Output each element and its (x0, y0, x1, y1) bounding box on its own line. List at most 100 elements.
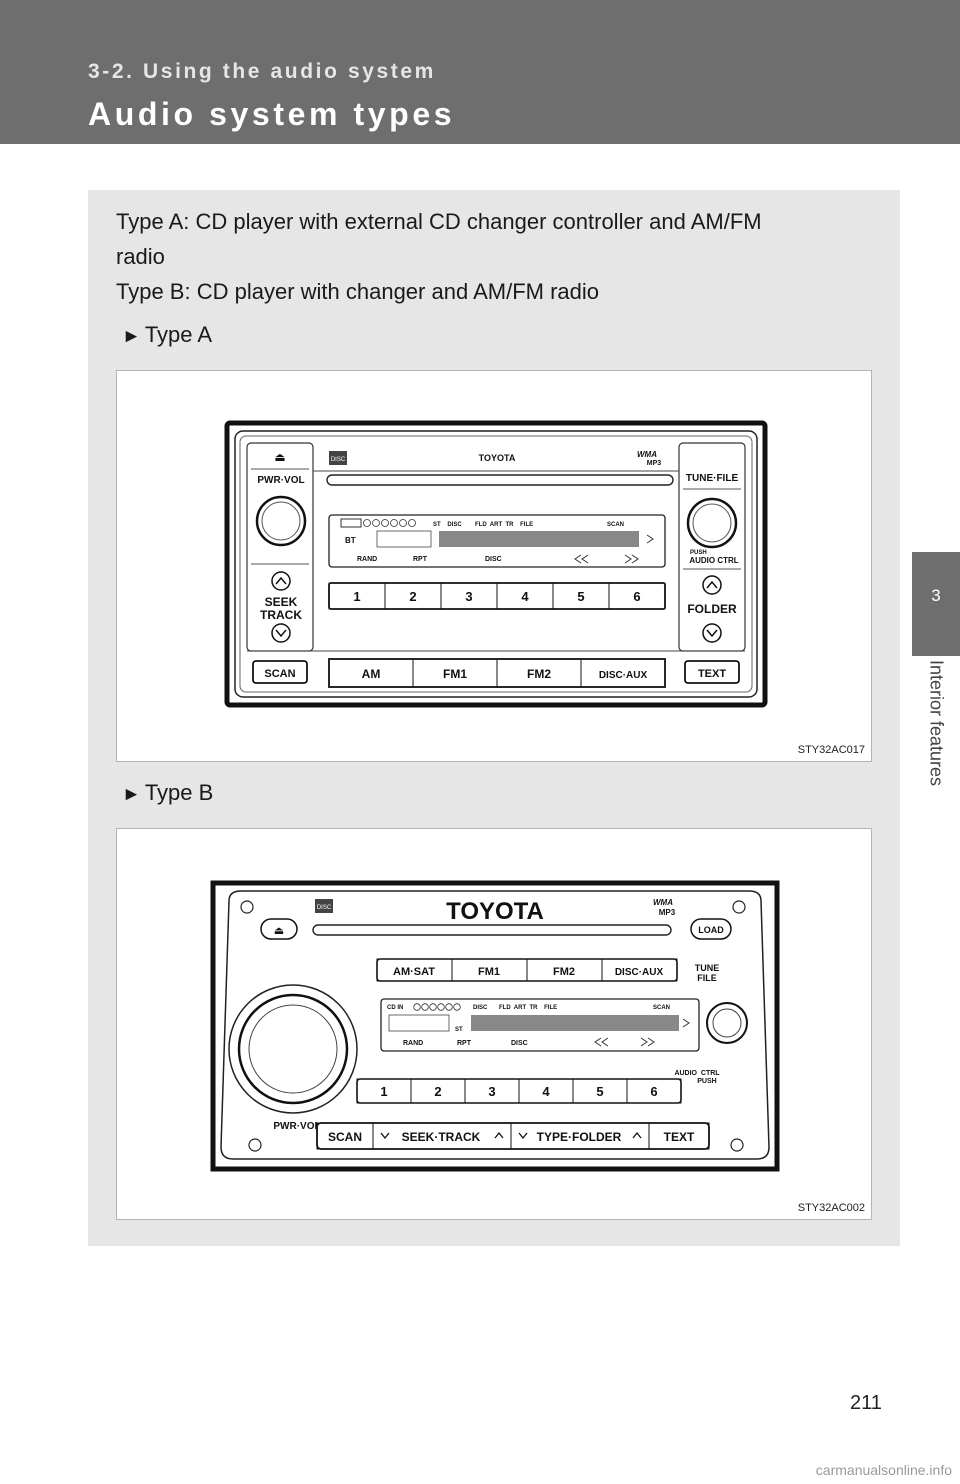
type-b-heading: ►Type B (122, 780, 213, 806)
pwr-vol-knob[interactable] (228, 984, 358, 1114)
pwr-vol-label: PWR·VOL (257, 475, 304, 486)
type-a-unit-illustration: DISC TOYOTA WMA MP3 ⏏ PWR·VOL SEEK TRACK… (224, 420, 768, 708)
text-button-label: TEXT (664, 1130, 695, 1144)
preset-6-label: 6 (650, 1084, 657, 1099)
folder-down-button[interactable] (702, 623, 722, 643)
fm1-button-label: FM1 (443, 667, 467, 681)
disc-logo (329, 451, 347, 465)
text-button[interactable]: TEXT (648, 1122, 710, 1150)
preset-button-6[interactable]: 6 (608, 582, 666, 610)
text-button-label: TEXT (698, 668, 726, 680)
tune-label: TUNE (695, 963, 720, 973)
seek-track-label: SEEK·TRACK (402, 1130, 481, 1144)
chevron-up-icon (632, 1131, 642, 1139)
preset-4-label: 4 (542, 1084, 550, 1099)
pwr-vol-label: PWR·VOL (273, 1121, 320, 1132)
tune-file-knob[interactable] (706, 1002, 748, 1044)
type-folder-button[interactable]: TYPE·FOLDER (510, 1122, 650, 1150)
audio-ctrl-label: AUDIO CTRL (689, 556, 738, 565)
preset-5-label: 5 (577, 589, 584, 604)
push-label: PUSH (690, 550, 707, 556)
chevron-up-icon (494, 1131, 504, 1139)
mp3-logo: MP3 (647, 460, 662, 467)
disc-logo-text: DISC (331, 457, 346, 463)
chapter-title: Interior features (912, 660, 960, 830)
preset-2-label: 2 (434, 1084, 441, 1099)
bt-indicator: BT (345, 536, 356, 545)
intro-line-1: Type A: CD player with external CD chang… (116, 209, 762, 234)
preset-3-label: 3 (465, 589, 472, 604)
rpt-indicator: RPT (457, 1040, 472, 1047)
file-label: FILE (697, 973, 717, 983)
preset-2-label: 2 (409, 589, 416, 604)
preset-1-label: 1 (380, 1084, 387, 1099)
type-b-heading-text: Type B (144, 780, 214, 805)
am-button-label: AM (362, 667, 381, 681)
text-button[interactable]: TEXT (684, 660, 740, 684)
intro-text: Type A: CD player with external CD chang… (116, 204, 876, 309)
triangle-bullet-icon: ► (122, 784, 141, 805)
pwr-vol-knob[interactable] (255, 495, 307, 547)
triangle-bullet-icon: ► (122, 326, 141, 347)
preset-3-label: 3 (488, 1084, 495, 1099)
seek-up-button[interactable] (271, 571, 291, 591)
header-band: 3-2. Using the audio system Audio system… (0, 0, 960, 144)
disc-indicator: DISC (511, 1040, 528, 1047)
mp3-logo: MP3 (659, 908, 676, 917)
brand-logo: TOYOTA (479, 453, 516, 463)
disc-aux-button[interactable]: DISC·AUX (580, 658, 666, 688)
scan-button[interactable]: SCAN (252, 660, 308, 684)
page-title: Audio system types (88, 96, 456, 132)
am-sat-button-label: AM·SAT (393, 966, 435, 978)
wma-logo: WMA (637, 450, 657, 459)
figure-type-b: DISC TOYOTA WMA MP3 ⏏ LOAD AM·SAT FM1 FM… (116, 828, 872, 1220)
rand-indicator: RAND (357, 556, 377, 563)
seek-label: SEEK (265, 595, 298, 609)
fm2-button-label: FM2 (527, 667, 551, 681)
fm1-button-label: FM1 (478, 966, 500, 978)
figure-type-a: DISC TOYOTA WMA MP3 ⏏ PWR·VOL SEEK TRACK… (116, 370, 872, 762)
scan-indicator: SCAN (607, 522, 624, 528)
display-indicators: ST DISC FLD ART TR FILE (433, 522, 533, 528)
chapter-tab[interactable]: 3 (912, 552, 960, 656)
folder-label: FOLDER (687, 602, 737, 616)
eject-button[interactable]: ⏏ (260, 918, 298, 940)
disc-aux-button[interactable]: DISC·AUX (601, 958, 678, 982)
fm2-button-label: FM2 (553, 966, 575, 978)
tune-file-label: TUNE·FILE (686, 473, 739, 484)
eject-icon: ⏏ (274, 450, 285, 464)
rpt-indicator: RPT (413, 556, 428, 563)
eject-icon: ⏏ (274, 925, 284, 937)
disc-logo-text: DISC (317, 905, 332, 911)
preset-button-6[interactable]: 6 (626, 1078, 682, 1104)
watermark[interactable]: carmanualsonline.info (815, 1462, 952, 1478)
scan-indicator: SCAN (653, 1005, 670, 1011)
chapter-number: 3 (931, 586, 941, 605)
display-panel: CD IN DISC FLD ART TR FILE SCAN ST RAND … (380, 998, 700, 1052)
folder-up-button[interactable] (702, 575, 722, 595)
load-button-label: LOAD (698, 925, 724, 935)
type-folder-label: TYPE·FOLDER (537, 1130, 622, 1144)
load-button[interactable]: LOAD (690, 918, 732, 940)
tune-file-knob[interactable] (686, 497, 738, 549)
preset-4-label: 4 (521, 589, 529, 604)
figure-code-a: STY32AC017 (797, 744, 865, 756)
rand-indicator: RAND (403, 1040, 423, 1047)
section-label: 3-2. Using the audio system (88, 60, 436, 83)
audio-ctrl-label: AUDIO CTRL (674, 1070, 720, 1077)
intro-line-2: radio (116, 244, 165, 269)
preset-6-label: 6 (633, 589, 640, 604)
preset-1-label: 1 (353, 589, 360, 604)
intro-line-3: Type B: CD player with changer and AM/FM… (116, 279, 599, 304)
scan-button-label: SCAN (328, 1130, 362, 1144)
chapter-title-text: Interior features (926, 660, 947, 787)
display-indicators: DISC FLD ART TR FILE (473, 1005, 557, 1011)
disc-aux-button-label: DISC·AUX (599, 670, 648, 681)
push-label: PUSH (697, 1078, 716, 1085)
eject-button[interactable]: ⏏ (274, 450, 285, 464)
seek-down-button[interactable] (271, 623, 291, 643)
wma-logo: WMA (653, 898, 673, 907)
disc-aux-button-label: DISC·AUX (615, 967, 664, 978)
track-label: TRACK (260, 608, 302, 622)
disc-indicator: DISC (485, 556, 502, 563)
